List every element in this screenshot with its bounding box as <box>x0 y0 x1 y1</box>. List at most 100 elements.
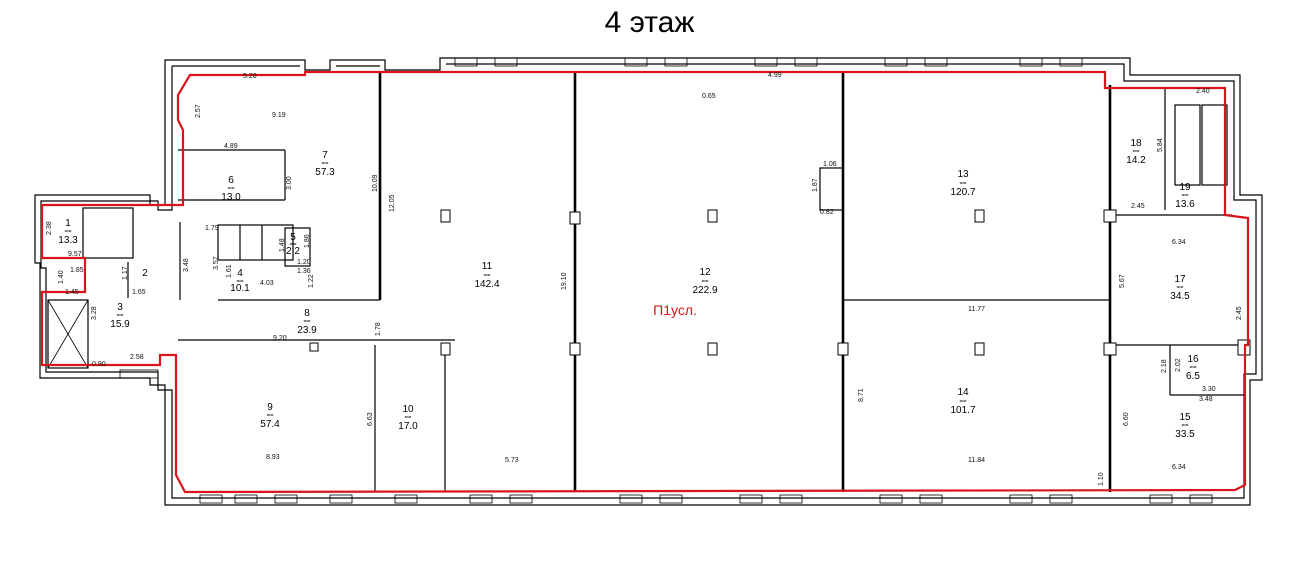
svg-text:6: 6 <box>228 175 234 186</box>
room-6: 6==13.0 <box>221 175 241 203</box>
dim-label: 6.60 <box>1123 412 1130 426</box>
svg-text:12: 12 <box>699 267 711 278</box>
svg-text:101.7: 101.7 <box>950 405 975 416</box>
dim-label: 2.38 <box>46 221 53 235</box>
svg-text:13.6: 13.6 <box>1175 199 1195 210</box>
room-8: 8==23.9 <box>297 308 317 336</box>
dim-label: 11.84 <box>968 457 985 464</box>
dim-label: 2.45 <box>1131 203 1145 210</box>
svg-text:==: == <box>701 279 709 285</box>
dim-label: 12.05 <box>389 194 396 212</box>
dim-label: 3.48 <box>183 258 190 272</box>
dim-label: 5.26 <box>243 73 257 80</box>
room-11: 11==142.4 <box>474 261 499 290</box>
svg-text:34.5: 34.5 <box>1170 291 1190 302</box>
svg-text:17: 17 <box>1174 274 1186 285</box>
dim-label: 6.34 <box>1172 239 1186 246</box>
floor-title: 4 этаж <box>604 6 695 39</box>
svg-text:==: == <box>1181 423 1189 429</box>
svg-text:1: 1 <box>65 218 71 229</box>
rental-zone-outline <box>40 70 1250 494</box>
svg-text:==: == <box>1189 365 1197 371</box>
dim-label: 3.57 <box>213 256 220 270</box>
svg-text:==: == <box>236 279 244 285</box>
svg-text:13.0: 13.0 <box>221 192 241 203</box>
dim-label: 1.79 <box>205 225 219 232</box>
svg-text:15: 15 <box>1179 412 1191 423</box>
dim-label: 3.00 <box>286 176 293 190</box>
dim-label: 11.77 <box>968 306 985 313</box>
svg-text:6.5: 6.5 <box>1186 371 1200 382</box>
svg-text:142.4: 142.4 <box>474 279 499 290</box>
dim-label: 3.30 <box>1202 386 1216 393</box>
dim-label: 1.36 <box>297 268 311 275</box>
room-5: 5==2.2 <box>286 232 300 257</box>
room-2: 2 <box>142 268 148 279</box>
svg-text:16: 16 <box>1187 354 1199 365</box>
svg-text:==: == <box>266 413 274 419</box>
dim-label: 2.45 <box>1236 306 1243 320</box>
dim-label: 5.84 <box>1157 138 1164 152</box>
dim-label: 5.73 <box>505 457 519 464</box>
dim-label: 2.40 <box>1196 88 1210 95</box>
svg-text:15.9: 15.9 <box>110 319 130 330</box>
zone-label: П1усл. <box>653 302 697 318</box>
svg-text:4: 4 <box>237 268 243 279</box>
svg-text:2: 2 <box>142 268 148 279</box>
dim-label: 1.45 <box>65 289 79 296</box>
svg-text:==: == <box>1176 285 1184 291</box>
svg-text:==: == <box>959 399 967 405</box>
dim-label: 10.09 <box>372 174 379 192</box>
dim-label: 1.61 <box>226 264 233 278</box>
dim-label: 1.78 <box>375 322 382 336</box>
dim-label: 6.63 <box>367 412 374 426</box>
svg-text:57.4: 57.4 <box>260 419 280 430</box>
dim-label: 1.40 <box>58 270 65 284</box>
svg-text:==: == <box>321 161 329 167</box>
dim-label: 9.57 <box>68 251 82 258</box>
svg-text:14.2: 14.2 <box>1126 155 1146 166</box>
room-9: 9==57.4 <box>260 402 280 430</box>
room-16: 16==6.5 <box>1186 354 1200 382</box>
svg-text:14: 14 <box>957 387 969 398</box>
dim-label: 1.65 <box>132 289 146 296</box>
interior-walls <box>47 72 1245 492</box>
room-3: 3==15.9 <box>110 302 130 330</box>
columns <box>309 209 1251 356</box>
svg-text:2.2: 2.2 <box>286 246 300 257</box>
dim-label: 1.17 <box>122 266 129 280</box>
svg-text:==: == <box>289 242 297 248</box>
room-10: 10==17.0 <box>398 404 418 432</box>
dim-label: 2.18 <box>1161 359 1168 373</box>
dim-label: 1.87 <box>812 178 819 192</box>
dim-label: 5.67 <box>1119 274 1126 288</box>
svg-text:==: == <box>1132 149 1140 155</box>
svg-text:8: 8 <box>304 308 310 319</box>
outer-walls <box>34 57 1263 506</box>
dim-label: 4.03 <box>260 280 274 287</box>
svg-text:11: 11 <box>482 261 493 272</box>
svg-text:13.3: 13.3 <box>58 235 78 246</box>
svg-text:120.7: 120.7 <box>950 187 975 198</box>
svg-text:17.0: 17.0 <box>398 421 418 432</box>
room-7: 7==57.3 <box>315 150 335 178</box>
dim-label: 0.82 <box>820 209 834 216</box>
svg-text:10.1: 10.1 <box>230 283 250 294</box>
svg-text:5: 5 <box>290 232 296 243</box>
svg-text:==: == <box>64 229 72 235</box>
svg-text:33.5: 33.5 <box>1175 429 1195 440</box>
dim-label: 1.85 <box>70 267 84 274</box>
svg-text:==: == <box>227 186 235 192</box>
dim-label: 4.99 <box>768 72 782 79</box>
svg-text:==: == <box>404 415 412 421</box>
dim-label: 2.02 <box>1175 358 1182 372</box>
svg-text:7: 7 <box>322 150 328 161</box>
svg-text:==: == <box>116 313 124 319</box>
windows <box>119 57 1213 504</box>
dim-label: 0.65 <box>702 93 716 100</box>
room-labels: 1==13.3 2 3==15.9 4==10.1 5==2.2 6==13.0… <box>58 138 1200 440</box>
dim-label: 1.10 <box>1098 472 1105 486</box>
room-19: 19==13.6 <box>1175 182 1195 210</box>
dim-label: 4.89 <box>224 143 238 150</box>
